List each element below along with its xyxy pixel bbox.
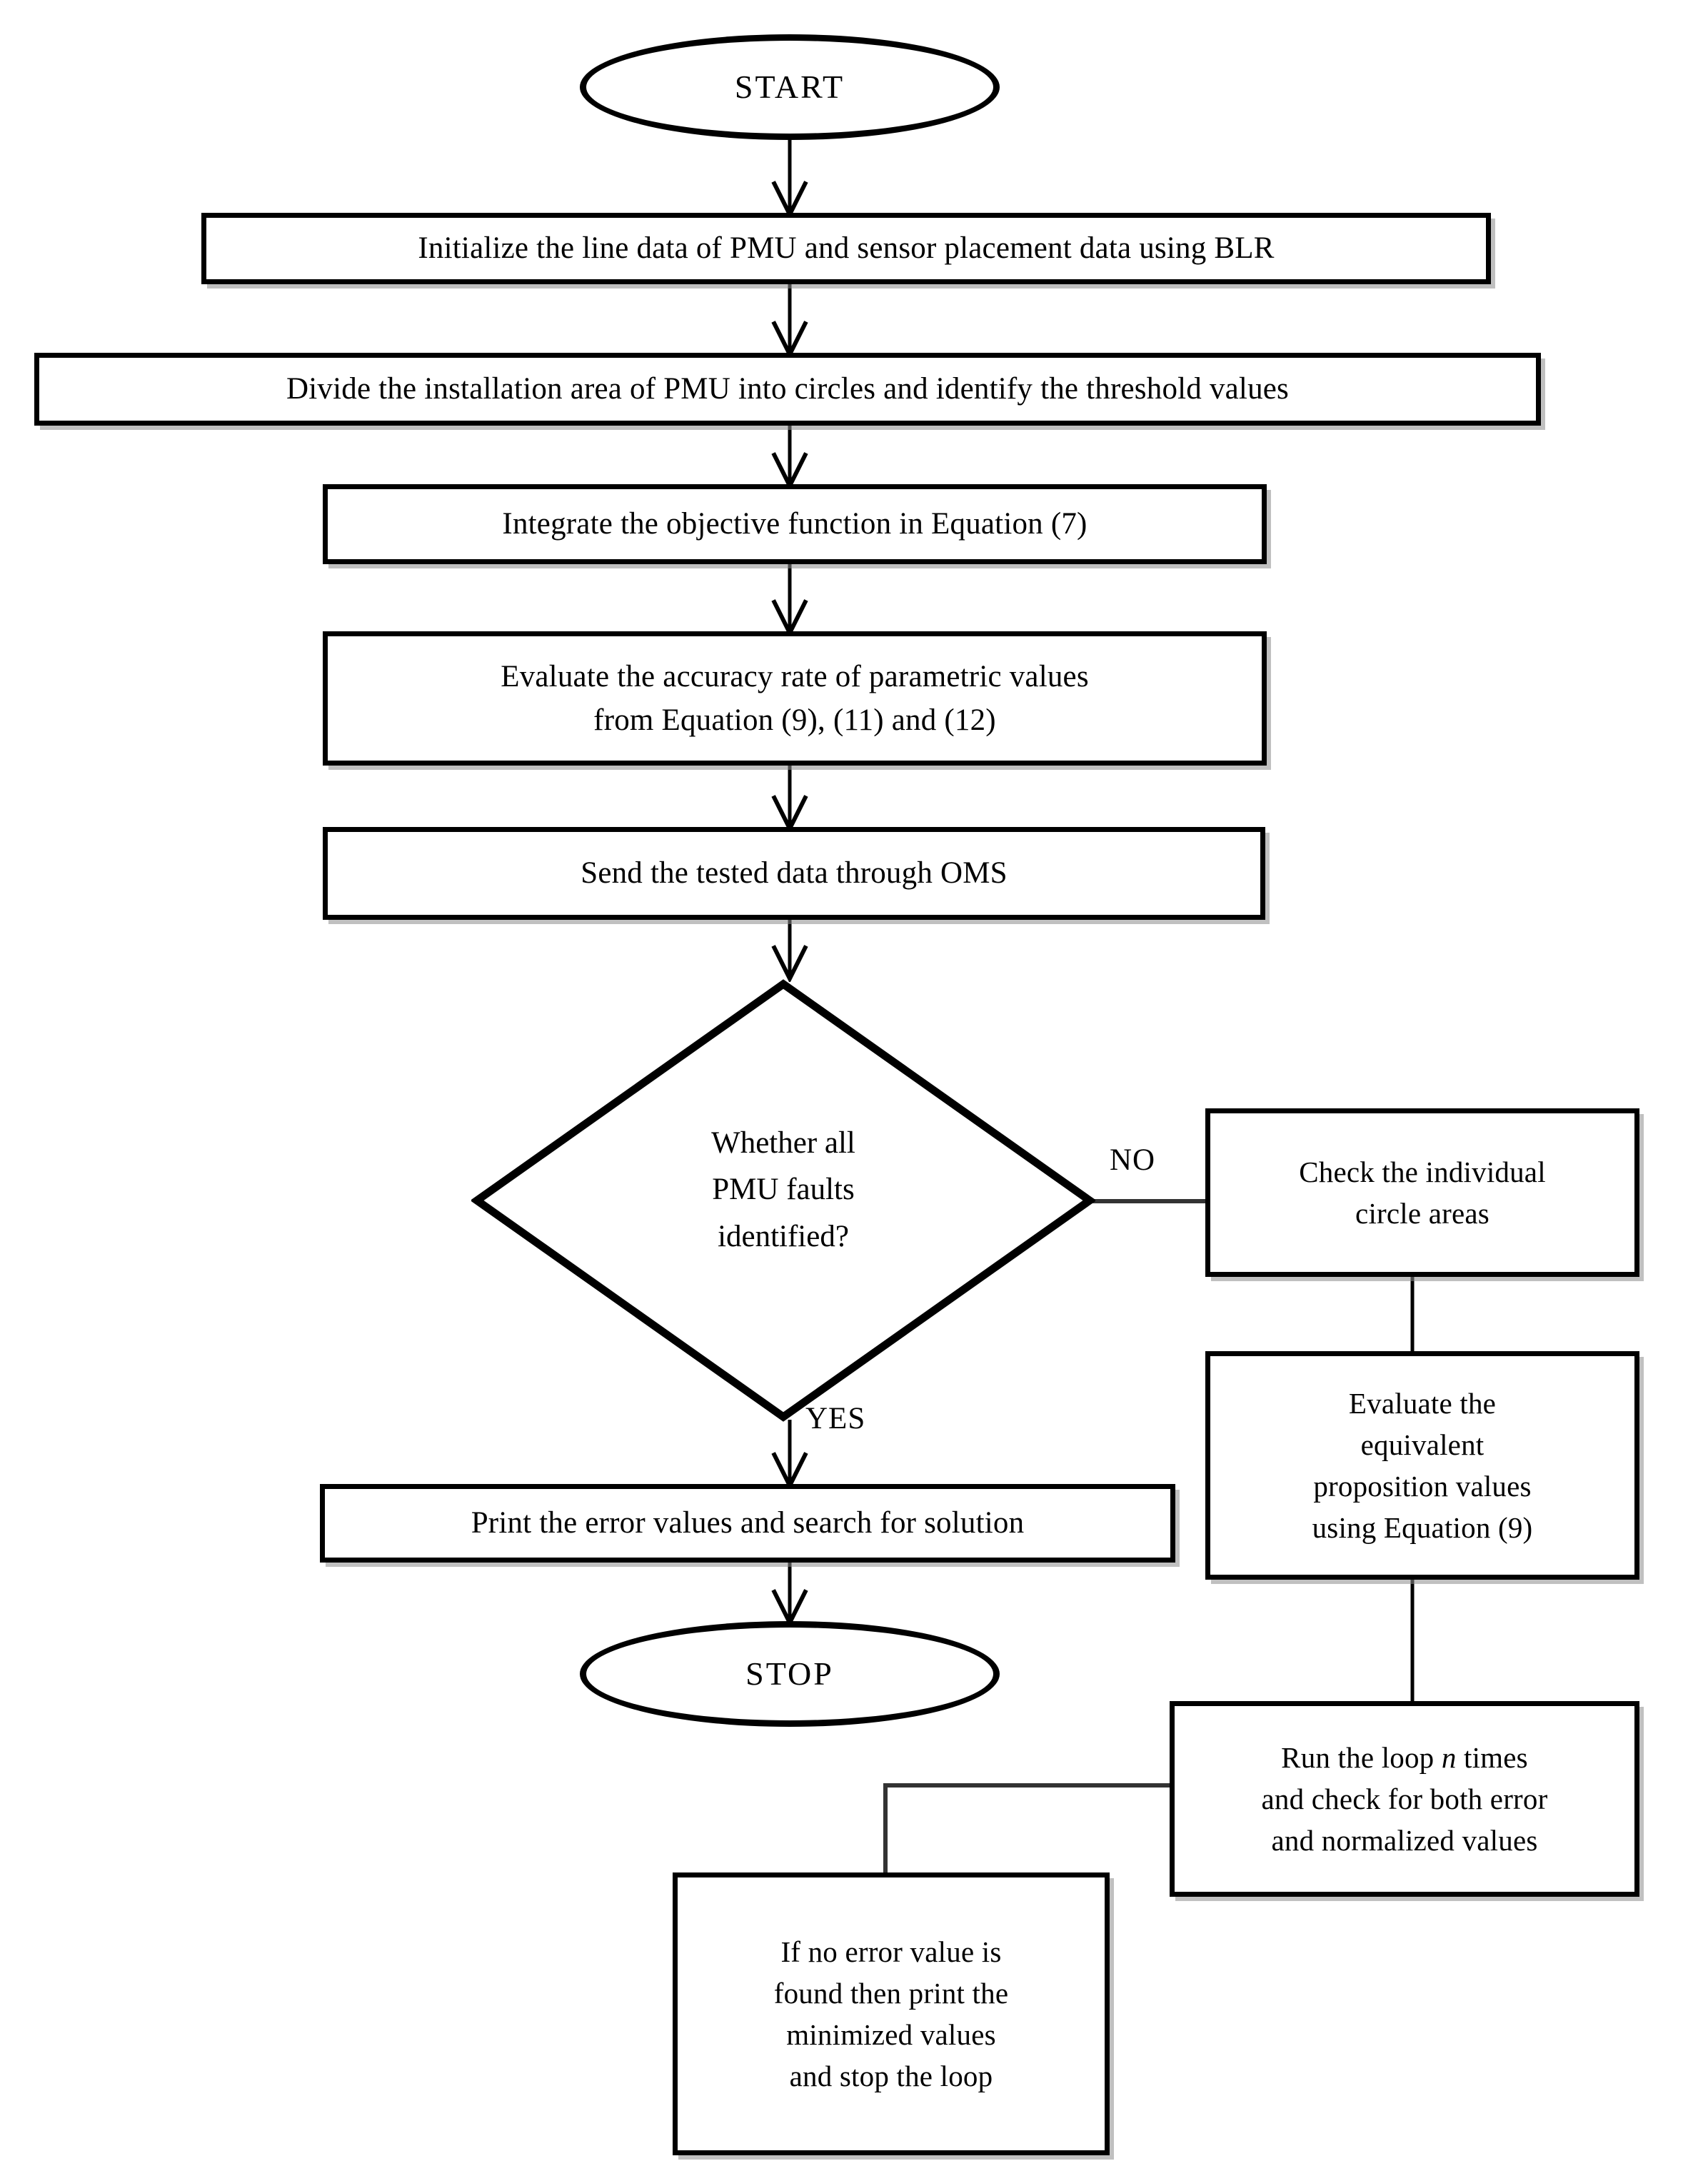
node-evaluate-accuracy-label: Evaluate the accuracy rate of parametric… bbox=[501, 659, 1089, 737]
edge-label-no: NO bbox=[1110, 1143, 1156, 1177]
node-stop[interactable]: STOP bbox=[580, 1621, 1000, 1727]
node-run-loop-variable: n bbox=[1441, 1740, 1457, 1774]
node-send[interactable]: Send the tested data through OMS bbox=[323, 827, 1265, 920]
node-run-loop[interactable]: Run the loop n times and check for both … bbox=[1170, 1701, 1639, 1897]
node-divide[interactable]: Divide the installation area of PMU into… bbox=[34, 353, 1541, 426]
node-send-label: Send the tested data through OMS bbox=[581, 856, 1008, 891]
node-no-error-label: If no error value is found then print th… bbox=[773, 1935, 1009, 2093]
node-divide-label: Divide the installation area of PMU into… bbox=[286, 372, 1289, 406]
node-run-loop-label: Run the loop n times and check for both … bbox=[1175, 1737, 1634, 1862]
node-initialize[interactable]: Initialize the line data of PMU and sens… bbox=[201, 213, 1491, 284]
node-run-loop-label-post: times and check for both error and norma… bbox=[1261, 1740, 1548, 1857]
node-run-loop-label-pre: Run the loop bbox=[1281, 1740, 1442, 1774]
node-evaluate-equivalent-label: Evaluate the equivalent proposition valu… bbox=[1312, 1386, 1533, 1545]
node-start[interactable]: START bbox=[580, 34, 1000, 140]
node-check-circles[interactable]: Check the individual circle areas bbox=[1205, 1108, 1639, 1277]
decision-diamond-shape bbox=[470, 979, 1097, 1422]
node-integrate[interactable]: Integrate the objective function in Equa… bbox=[323, 484, 1267, 564]
node-print-errors[interactable]: Print the error values and search for so… bbox=[320, 1484, 1175, 1563]
node-check-circles-label: Check the individual circle areas bbox=[1299, 1155, 1546, 1230]
node-decision[interactable]: Whether all PMU faults identified? bbox=[470, 978, 1097, 1423]
node-print-errors-label: Print the error values and search for so… bbox=[471, 1506, 1025, 1540]
node-decision-label: Whether all PMU faults identified? bbox=[711, 1126, 855, 1253]
node-initialize-label: Initialize the line data of PMU and sens… bbox=[418, 231, 1275, 266]
node-evaluate-accuracy[interactable]: Evaluate the accuracy rate of parametric… bbox=[323, 631, 1267, 766]
edge-label-yes: YES bbox=[805, 1402, 866, 1435]
node-stop-label: STOP bbox=[745, 1655, 834, 1693]
node-integrate-label: Integrate the objective function in Equa… bbox=[502, 507, 1087, 541]
node-evaluate-equivalent[interactable]: Evaluate the equivalent proposition valu… bbox=[1205, 1351, 1639, 1580]
node-no-error[interactable]: If no error value is found then print th… bbox=[673, 1872, 1110, 2155]
node-start-label: START bbox=[734, 69, 845, 106]
edge-run-loop-no-error bbox=[883, 1783, 1170, 1872]
